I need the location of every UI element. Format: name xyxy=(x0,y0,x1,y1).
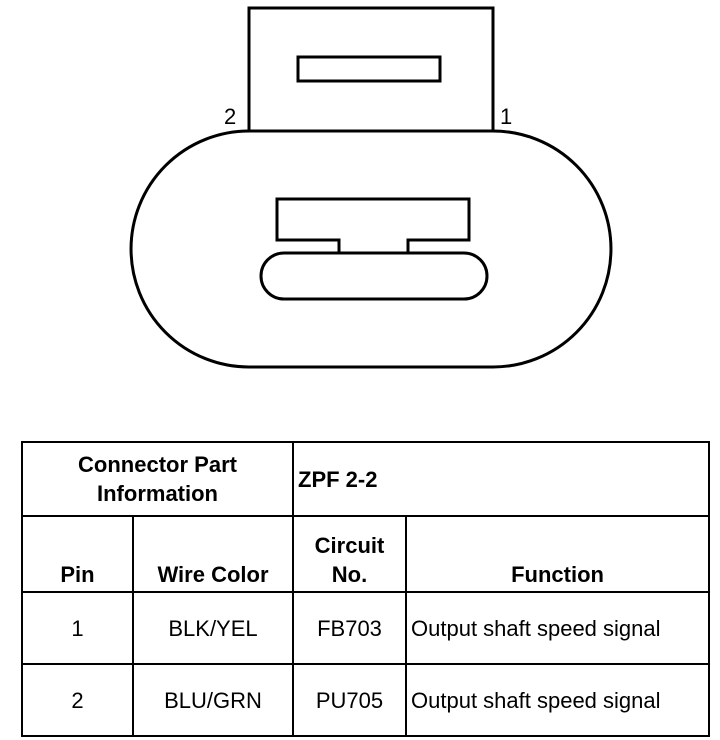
function-column-header: Function xyxy=(405,515,711,593)
terminal-cavity-lower xyxy=(259,251,489,301)
table-row: 2 BLU/GRN PU705 Output shaft speed signa… xyxy=(21,663,711,737)
circuit-header-line2: No. xyxy=(331,562,368,587)
pin-2-label: 2 xyxy=(224,104,236,129)
table-header-row: Connector Part Information ZPF 2-2 xyxy=(20,441,711,517)
connector-body xyxy=(129,129,613,369)
circuit-header-line1: Circuit xyxy=(314,533,385,558)
pin-1-label: 1 xyxy=(500,104,512,129)
pin-column-header: Pin xyxy=(21,515,134,593)
pin-cell: 2 xyxy=(21,663,134,737)
circuit-column-header: Circuit No. xyxy=(292,515,408,593)
circuit-cell: FB703 xyxy=(292,591,408,665)
column-header-row: Pin Wire Color Circuit No. Function xyxy=(21,515,711,593)
locking-tab xyxy=(247,6,495,131)
pin-cell: 1 xyxy=(21,591,134,665)
circuit-cell: PU705 xyxy=(292,663,408,737)
connector-info-table: Connector Part Information ZPF 2-2 Pin W… xyxy=(20,441,711,737)
wire-color-cell: BLK/YEL xyxy=(131,591,295,665)
table-row: 1 BLK/YEL FB703 Output shaft speed signa… xyxy=(21,591,711,665)
function-cell: Output shaft speed signal xyxy=(405,663,711,737)
part-number: ZPF 2-2 xyxy=(292,441,711,517)
wire-color-column-header: Wire Color xyxy=(131,515,295,593)
function-cell: Output shaft speed signal xyxy=(405,591,711,665)
wire-color-cell: BLU/GRN xyxy=(131,663,295,737)
connector-part-info-label: Connector Part Information xyxy=(20,441,295,517)
connector-diagram: 2 1 xyxy=(129,6,613,369)
tab-slot xyxy=(296,55,442,83)
